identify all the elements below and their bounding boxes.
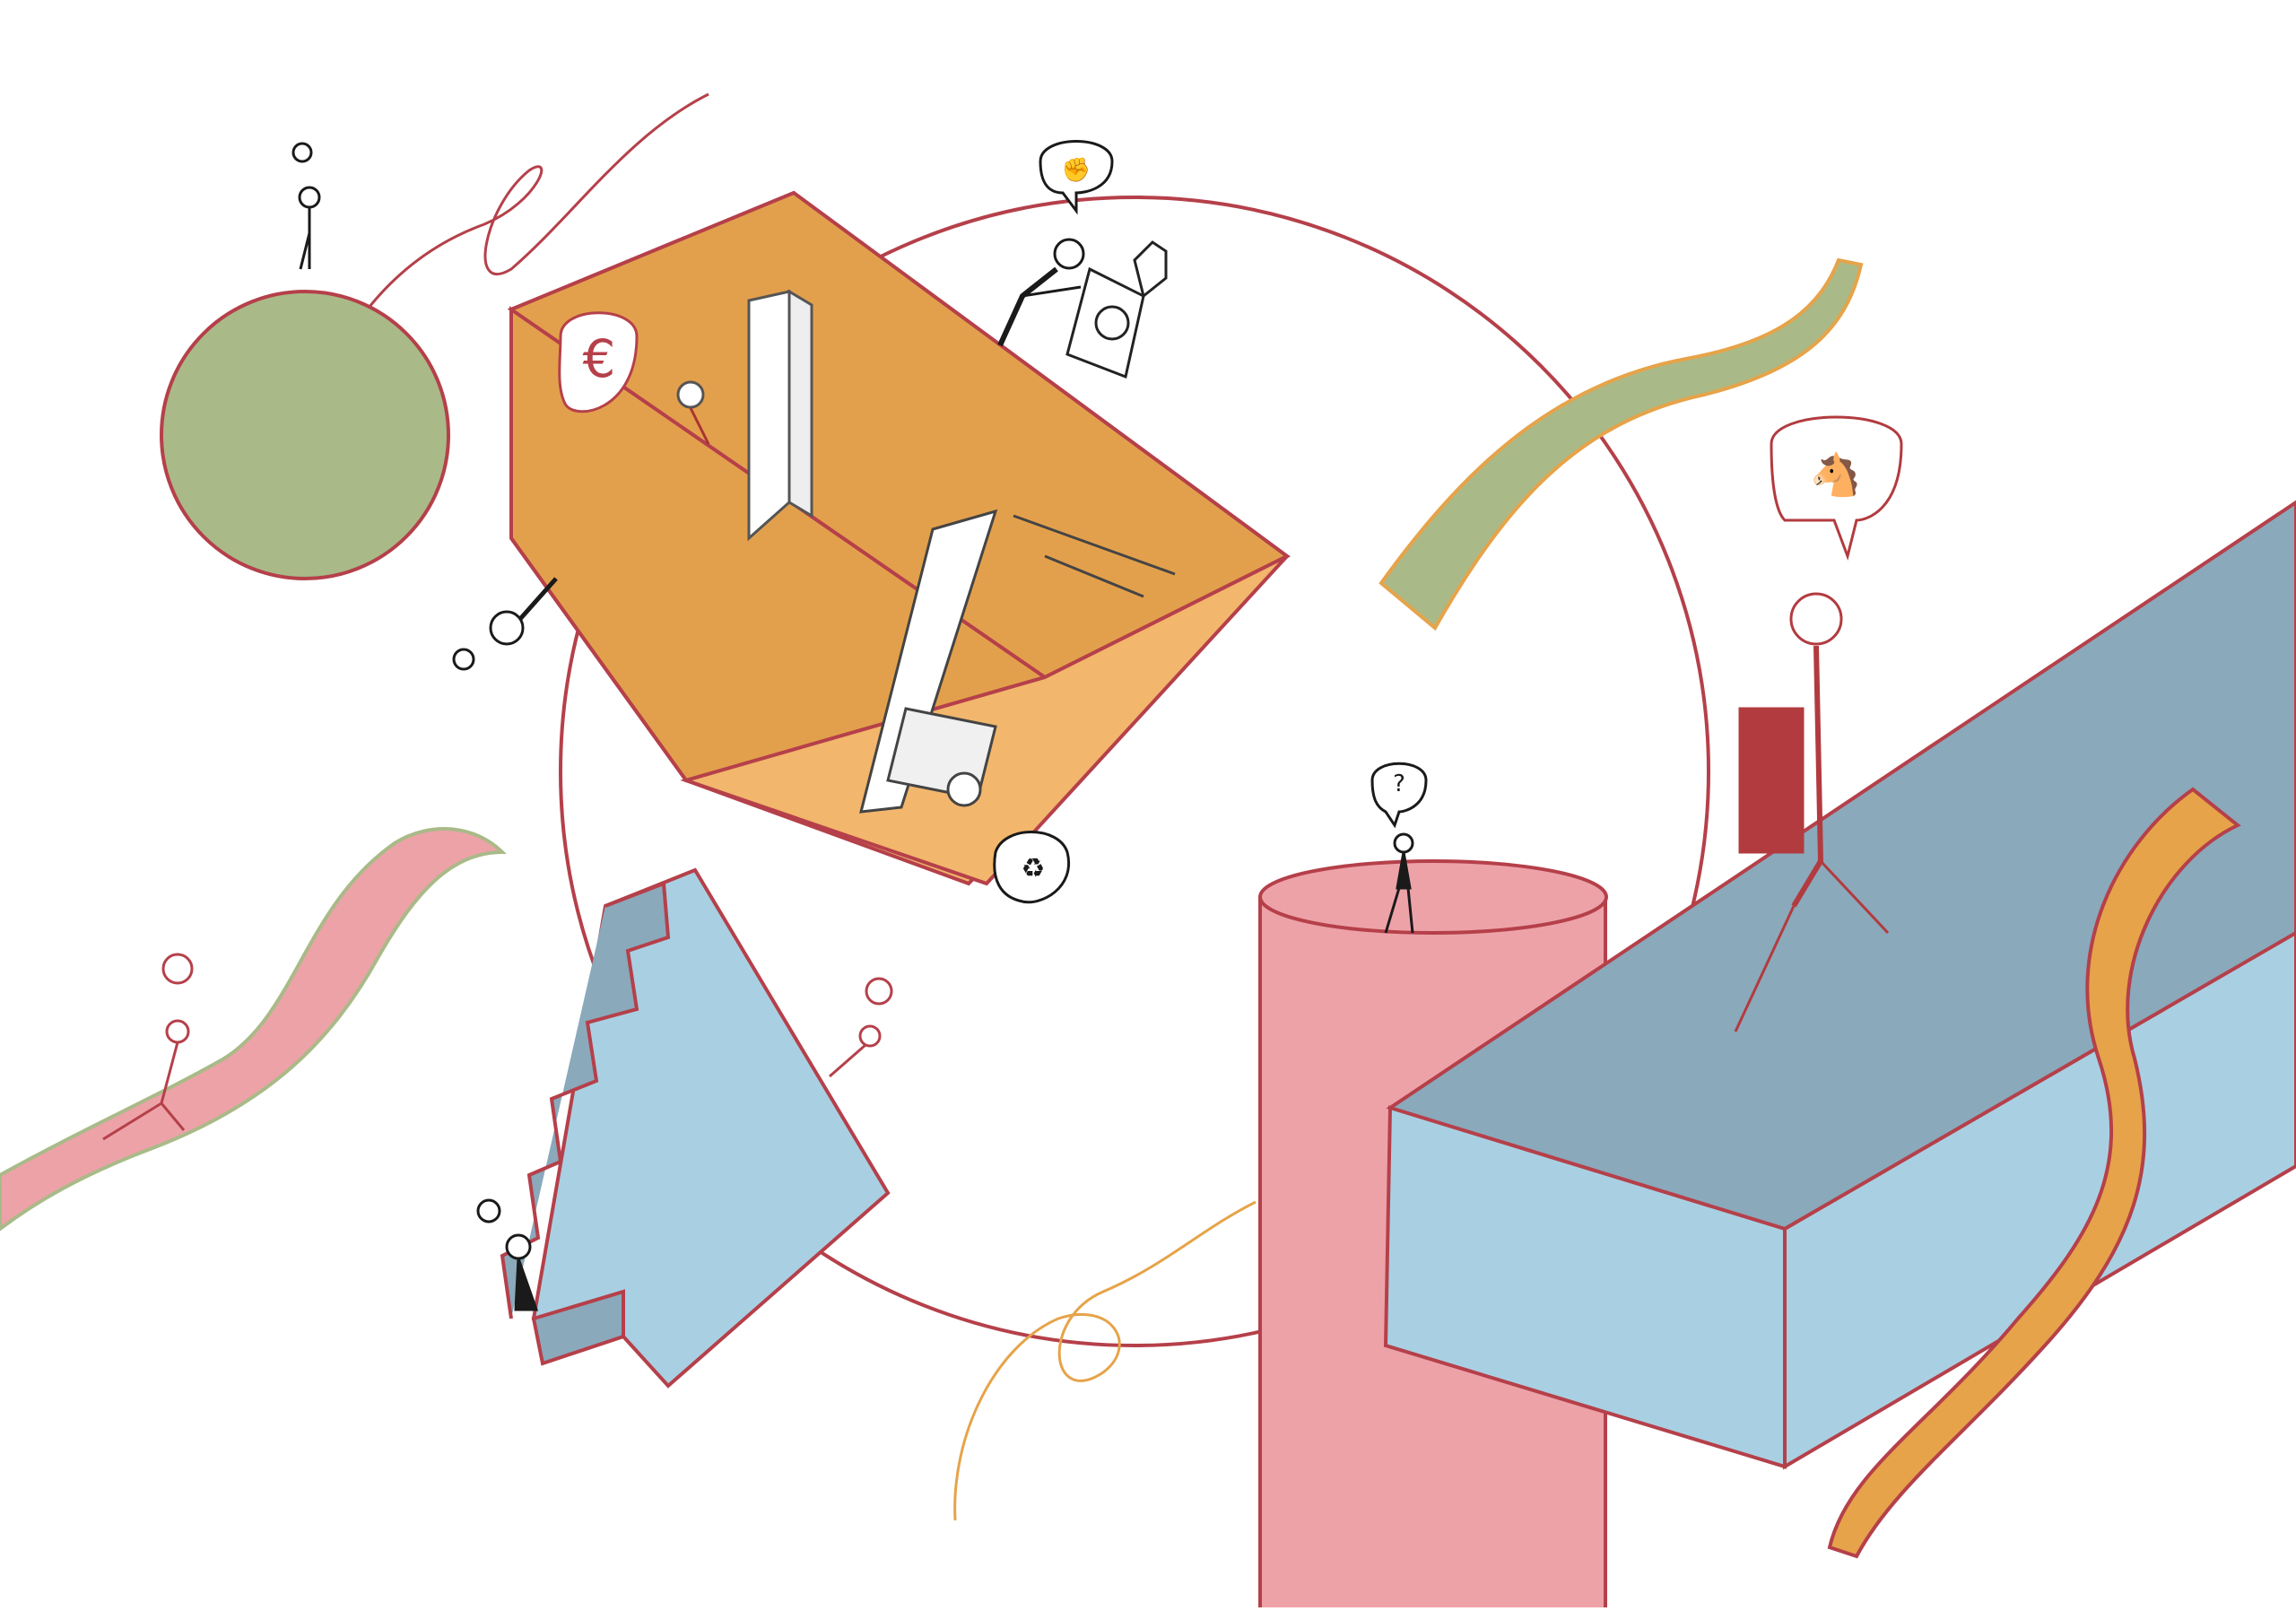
voting-booth	[676, 289, 813, 542]
figure-euro-speaker	[558, 311, 639, 414]
orange-ribbon	[1827, 787, 2241, 1559]
figure-on-stairs-bottom	[476, 1198, 539, 1311]
euro-icon: €	[583, 328, 616, 389]
donkey-icon: 🐴	[1810, 450, 1861, 499]
figure-pink-ribbon	[102, 953, 194, 1141]
pink-ribbon	[0, 827, 507, 1232]
figure-recycle-bubble	[993, 831, 1071, 904]
figure-on-stairs-side	[829, 977, 893, 1078]
figure-on-cylinder	[1370, 762, 1428, 934]
green-ribbon	[1378, 257, 1864, 631]
figure-donkey-speaker	[1734, 415, 1903, 1032]
blue-stair-block	[500, 867, 891, 1389]
swirl-line-red	[299, 92, 709, 458]
figure-fist-painter	[997, 140, 1114, 347]
figure-hanging-cube	[452, 577, 558, 671]
raised-fist-icon: ✊	[1062, 157, 1091, 184]
swirl-line-orange	[953, 1200, 1257, 1521]
question-mark-icon: ?	[1393, 771, 1405, 797]
blue-beam	[1383, 500, 2296, 1470]
easel-drawing	[1065, 240, 1168, 379]
background-ring	[559, 196, 1710, 1347]
green-sphere	[160, 290, 450, 580]
figure-on-sphere	[291, 142, 321, 270]
bed-drawing	[859, 509, 1176, 814]
orange-cube	[507, 190, 1291, 886]
recycle-icon: ♻	[1022, 853, 1046, 884]
